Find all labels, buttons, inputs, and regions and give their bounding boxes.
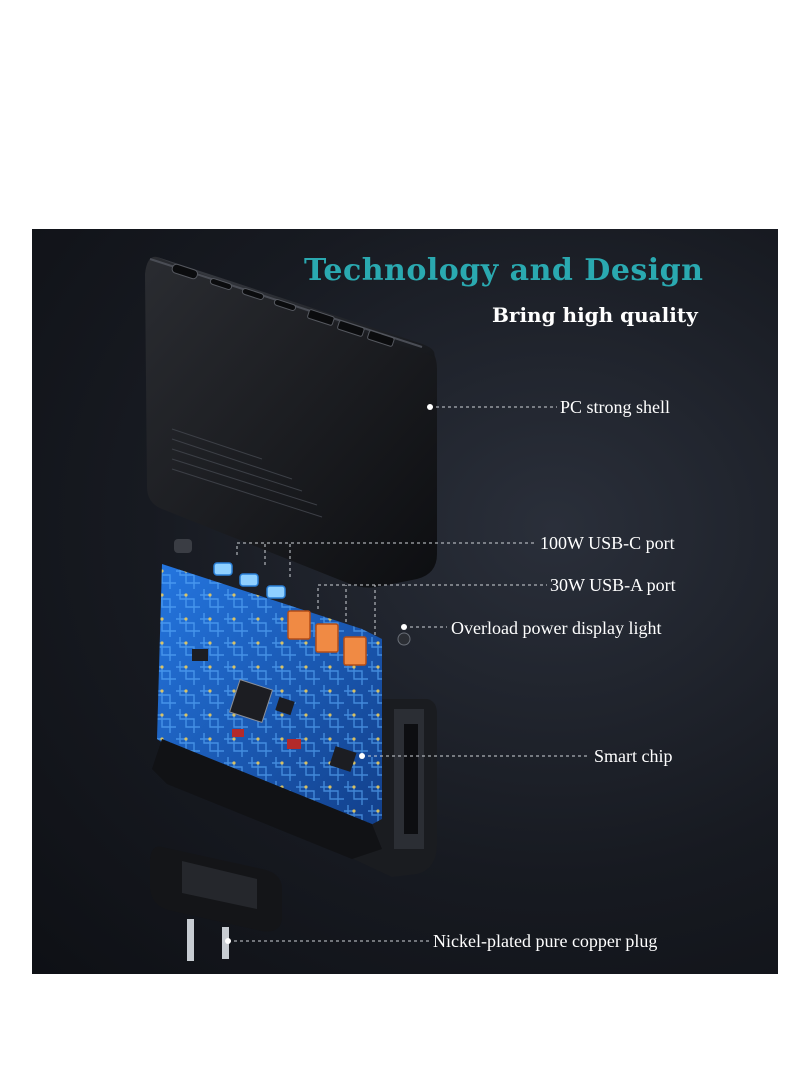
top-shell	[145, 256, 437, 588]
inner-module	[152, 539, 437, 877]
callout-copper-plug: Nickel-plated pure copper plug	[433, 931, 658, 951]
callout-usb-a-port: 30W USB-A port	[550, 575, 676, 595]
page-subtitle: Bring high quality	[492, 303, 698, 327]
product-panel: Technology and Design Bring high quality…	[32, 229, 778, 974]
charger-exploded-illustration	[145, 256, 590, 961]
callout-lines	[228, 406, 590, 942]
page-title: Technology and Design	[304, 253, 704, 288]
plug-module	[150, 846, 282, 961]
callout-dots	[225, 404, 433, 944]
callout-pc-strong-shell: PC strong shell	[560, 397, 671, 417]
callout-overload-light: Overload power display light	[451, 618, 662, 638]
callout-usb-c-port: 100W USB-C port	[540, 533, 675, 553]
callout-smart-chip: Smart chip	[594, 746, 673, 766]
